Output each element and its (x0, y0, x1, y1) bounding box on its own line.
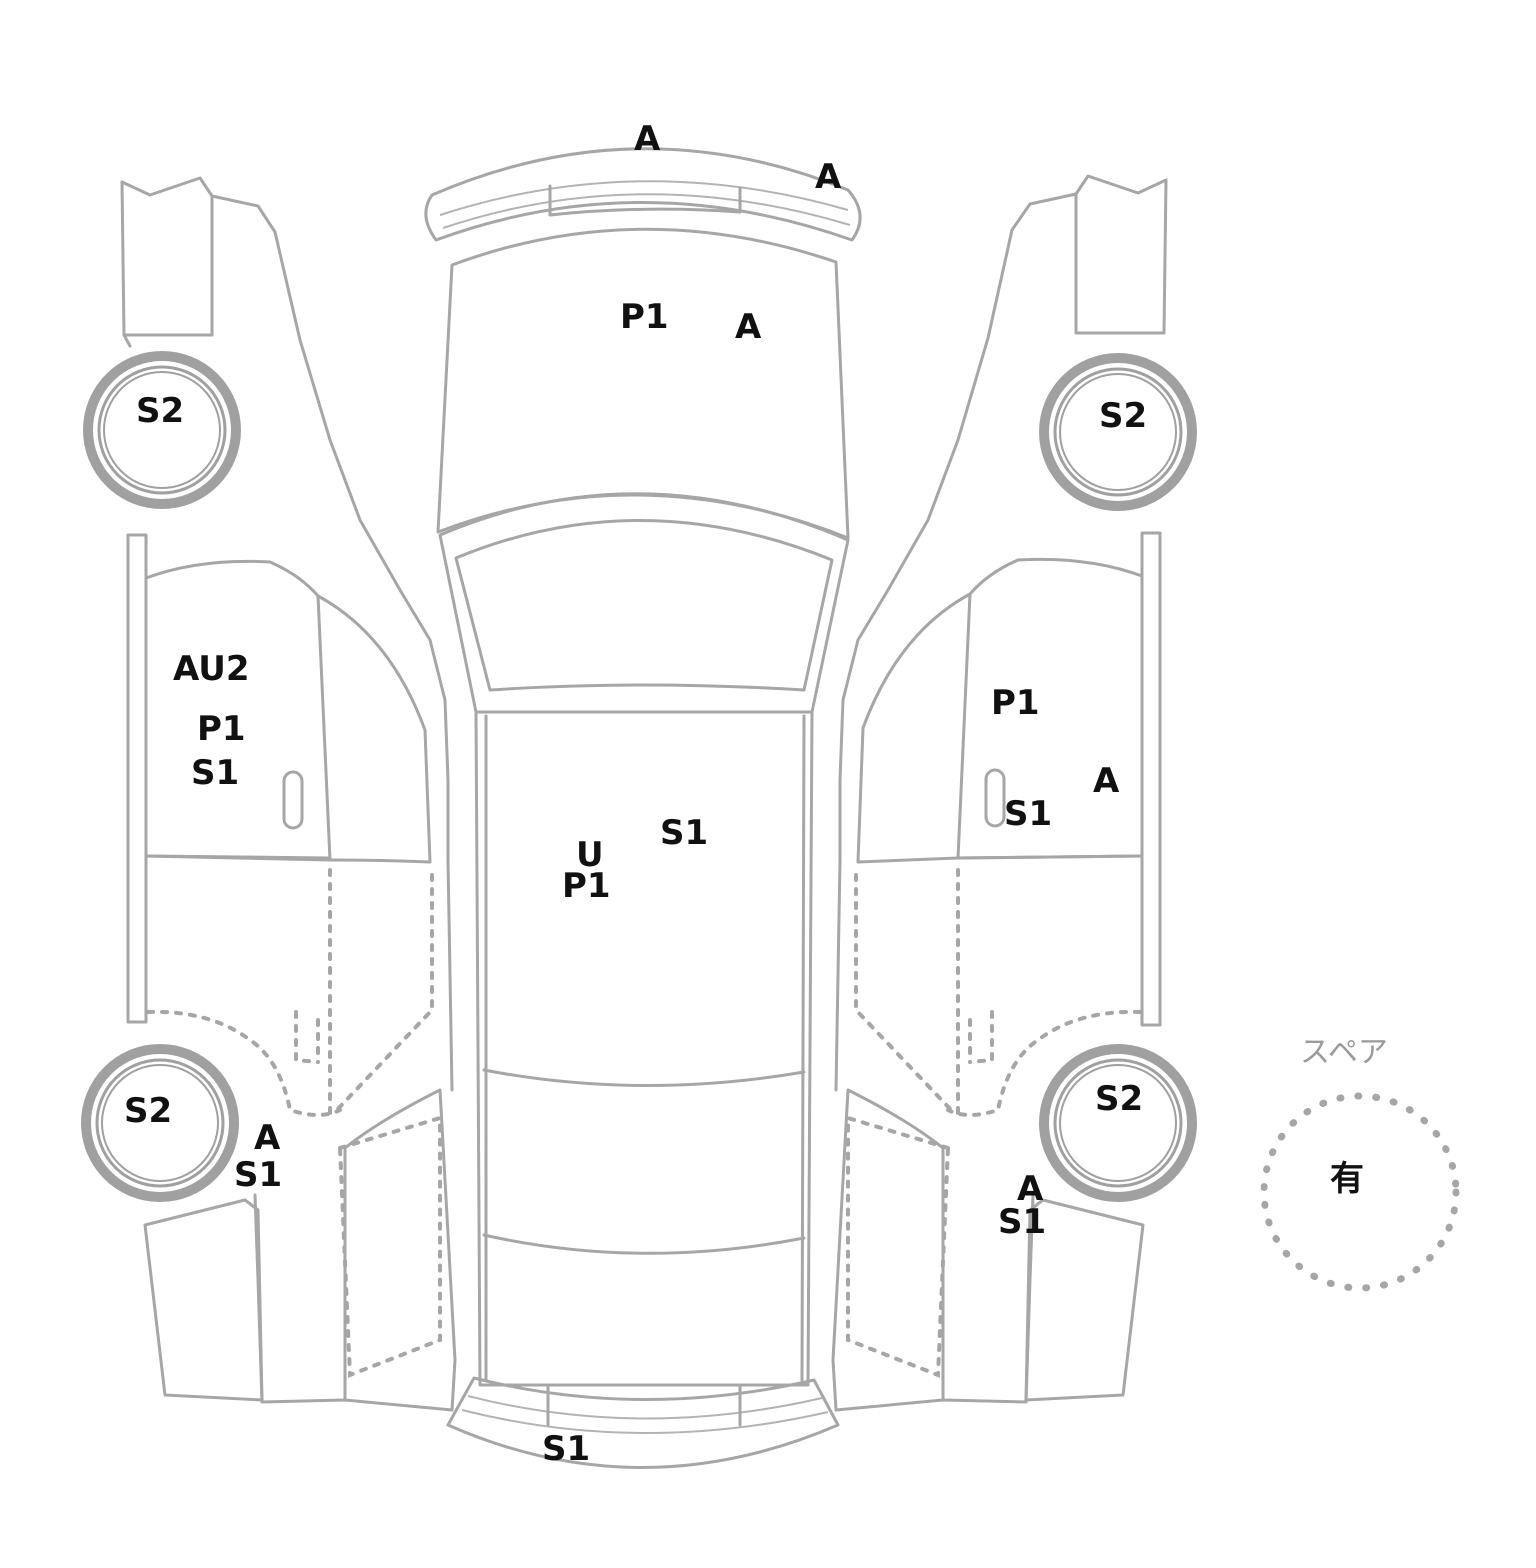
right-rear-wheel (1039, 1044, 1197, 1202)
left-door-handle (282, 770, 304, 830)
damage-code: A (254, 1118, 281, 1158)
damage-code: A (735, 307, 762, 347)
damage-code: S1 (191, 753, 239, 793)
damage-code: S1 (234, 1155, 282, 1195)
damage-code: U (576, 835, 604, 875)
damage-code: S2 (1099, 396, 1147, 436)
left-front-door (144, 559, 332, 862)
right-front-door (956, 557, 1144, 860)
right-rear-fender (831, 1088, 1035, 1412)
damage-code: S1 (998, 1202, 1046, 1242)
top-view (424, 147, 862, 1469)
left-door-strip (126, 533, 148, 1024)
damage-code: S2 (124, 1091, 172, 1131)
right-front-fender (838, 174, 1168, 862)
damage-code: P1 (620, 297, 669, 337)
spare-tire-label: スペア (1300, 1035, 1388, 1070)
spare-tire-circle (1260, 1092, 1460, 1292)
windshield (438, 492, 850, 714)
rear-bumper (446, 1376, 840, 1469)
left-front-wheel (83, 351, 241, 509)
left-rear-door-outline (146, 868, 434, 1117)
right-front-wheel (1039, 353, 1197, 511)
damage-code: A (634, 119, 661, 159)
damage-code: P1 (991, 683, 1040, 723)
roof (474, 710, 814, 1387)
damage-code: P1 (562, 866, 611, 906)
damage-code: S1 (1004, 794, 1052, 834)
spare-tire-status: 有 (1330, 1159, 1364, 1199)
hood (436, 227, 850, 540)
damage-code: AU2 (173, 649, 250, 689)
damage-code: A (815, 157, 842, 197)
damage-code: S2 (136, 391, 184, 431)
damage-code: S2 (1095, 1079, 1143, 1119)
left-front-fender (120, 176, 450, 862)
damage-code: A (1093, 761, 1120, 801)
spare-tire: スペア 有 (1260, 1035, 1460, 1292)
left-side-view (120, 176, 457, 1412)
right-door-strip (1140, 531, 1162, 1027)
right-rear-door-outline (854, 868, 1142, 1117)
damage-codes: A A P1 A S1 U P1 S1 S2 S2 AU2 P1 S1 A S1… (124, 119, 1147, 1469)
damage-code: P1 (197, 709, 246, 749)
damage-code: S1 (542, 1429, 590, 1469)
right-door-handle (984, 768, 1006, 828)
damage-code: S1 (660, 813, 708, 853)
front-bumper (424, 147, 862, 242)
left-rear-fender (253, 1088, 457, 1412)
right-side-view (831, 174, 1168, 1412)
damage-code: A (1017, 1169, 1044, 1209)
left-rear-wheel (81, 1044, 239, 1202)
